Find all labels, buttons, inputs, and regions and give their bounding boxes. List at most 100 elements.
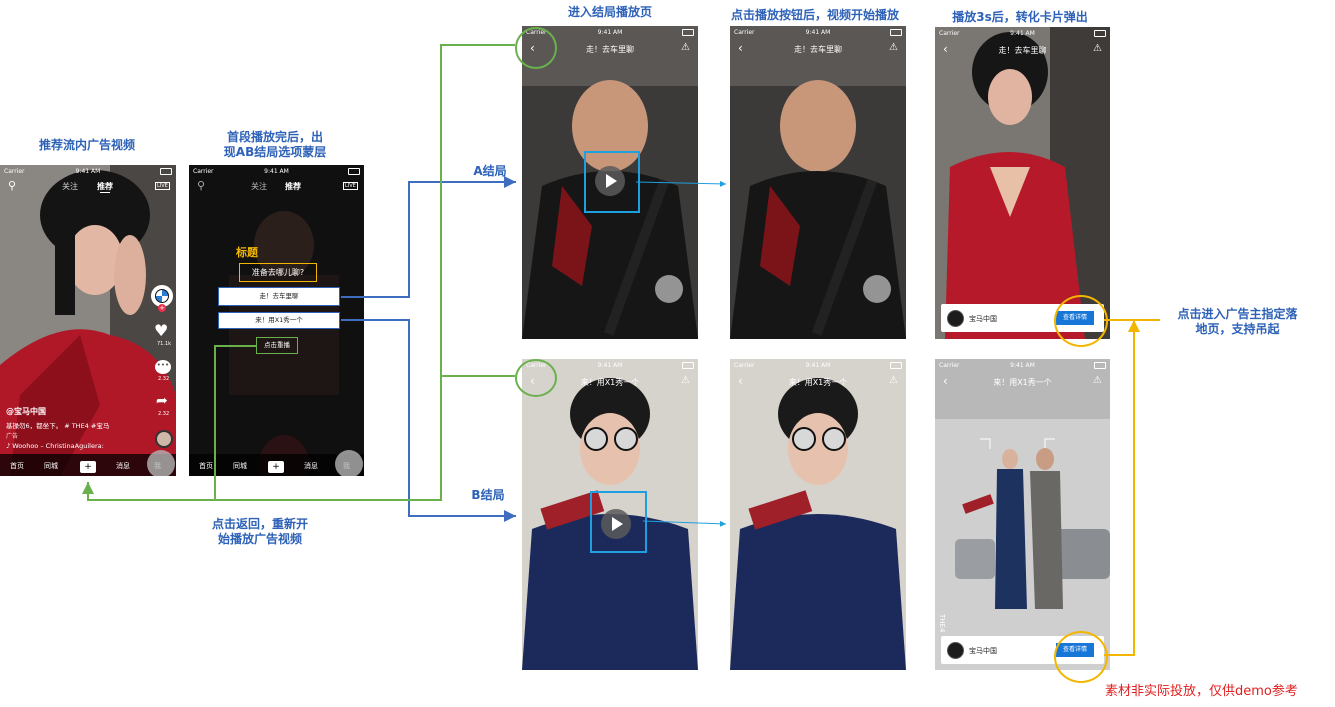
b2-time: 9:41 AM <box>805 362 831 369</box>
overlay-search-icon[interactable]: ⚲ <box>197 179 206 192</box>
caption-back-replay: 点击返回，重新开 始播放广告视频 <box>190 517 330 547</box>
a3-video-title: 走！去车里聊 <box>998 46 1047 55</box>
caption-ending-b: B结局 <box>471 488 505 502</box>
a3-battery-icon <box>1094 30 1106 37</box>
phone-ab-overlay: Carrier 9:41 AM ⚲ 关注 推荐 LIVE 标题 准备去哪儿聊? … <box>189 165 364 476</box>
a3-back-arrow-icon[interactable]: ‹ <box>943 42 948 56</box>
nav-messages[interactable]: 消息 <box>116 462 130 470</box>
overlay-nav-plus-icon[interactable]: + <box>268 461 284 473</box>
nav-city[interactable]: 同城 <box>44 462 58 470</box>
nav-home[interactable]: 首页 <box>10 462 24 470</box>
b3-bmw-logo-icon <box>947 642 964 659</box>
bottom-nav: 首页 同城 + 消息 我 <box>0 454 176 476</box>
share-icon[interactable]: ➦ <box>156 393 168 409</box>
caption-back-line2: 始播放广告视频 <box>217 532 302 546</box>
b2-status-bar: Carrier 9:41 AM <box>730 359 906 371</box>
a2-floating-ball <box>863 275 891 303</box>
cta-highlight-b <box>1054 631 1108 683</box>
report-icon[interactable]: ⚠ <box>681 42 690 53</box>
caption-ab-overlay-line1: 首段播放完后，出 <box>226 130 323 144</box>
overlay-status-bar: Carrier 9:41 AM <box>189 165 364 177</box>
option-a-button[interactable]: 走！去车里聊 <box>218 287 340 306</box>
brand-avatar[interactable] <box>151 285 173 307</box>
b2-battery-icon <box>890 362 902 369</box>
caption-landing: 点击进入广告主指定落 地页，支持吊起 <box>1165 307 1310 337</box>
b3-topbar: ‹ 来！用X1秀一个 ⚠ <box>935 373 1110 391</box>
connector-option-b <box>341 319 516 522</box>
b2-report-icon[interactable]: ⚠ <box>889 375 898 386</box>
search-icon[interactable]: ⚲ <box>8 179 17 192</box>
ad-description: 基操勿6，都坐下。 # THE4 #宝马 <box>6 422 110 430</box>
a3-report-icon[interactable]: ⚠ <box>1093 43 1102 54</box>
card-brand-name: 宝马中国 <box>969 315 997 323</box>
live-icon[interactable]: LIVE <box>155 182 170 190</box>
tab-recommend[interactable]: 推荐 <box>97 182 113 191</box>
caption-back-line1: 点击返回，重新开 <box>211 517 308 531</box>
a2-time: 9:41 AM <box>805 29 831 36</box>
a2-report-icon[interactable]: ⚠ <box>889 42 898 53</box>
overlay-battery-icon <box>348 168 360 175</box>
caption-feed-ad: 推荐流内广告视频 <box>38 138 135 152</box>
caption-click-play: 点击播放按钮后，视频开始播放 <box>730 8 899 22</box>
overlay-live-icon[interactable]: LIVE <box>343 182 358 190</box>
overlay-nav-messages[interactable]: 消息 <box>304 462 318 470</box>
phone-feed-ad: Carrier 9:41 AM ⚲ 关注 推荐 LIVE + ♥ 71.1k •… <box>0 165 176 476</box>
b1-play-button-icon[interactable] <box>601 509 631 539</box>
a3-topbar: ‹ 走！去车里聊 ⚠ <box>935 41 1110 59</box>
like-count: 71.1k <box>157 341 172 347</box>
b3-back-arrow-icon[interactable]: ‹ <box>943 374 948 388</box>
b1-report-icon[interactable]: ⚠ <box>681 375 690 386</box>
overlay-tab-follow[interactable]: 关注 <box>251 182 267 191</box>
overlay-floating-ball <box>335 450 363 476</box>
tab-follow[interactable]: 关注 <box>62 182 78 191</box>
connector-back <box>82 44 515 501</box>
a2-topbar: ‹ 走！去车里聊 ⚠ <box>730 40 906 58</box>
b1-time: 9:41 AM <box>597 362 623 369</box>
b3-battery-icon <box>1094 362 1106 369</box>
ad-account-name[interactable]: @宝马中国 <box>6 407 46 416</box>
a1-time: 9:41 AM <box>597 29 623 36</box>
option-b-button[interactable]: 来！用X1秀一个 <box>218 312 340 329</box>
connector-landing <box>1104 320 1160 656</box>
play-highlight-b <box>590 491 647 553</box>
a2-back-arrow-icon[interactable]: ‹ <box>738 41 743 55</box>
overlay-nav-city[interactable]: 同城 <box>233 462 247 470</box>
caption-landing-line1: 点击进入广告主指定落 <box>1177 307 1298 321</box>
ending-b2-scene <box>730 359 906 670</box>
overlay-nav-home[interactable]: 首页 <box>199 462 213 470</box>
a2-carrier: Carrier <box>734 29 755 36</box>
comment-icon[interactable]: ••• <box>155 360 171 374</box>
overlay-title: 标题 <box>236 246 258 259</box>
overlay-carrier: Carrier <box>193 168 214 175</box>
back-highlight-b <box>515 359 557 397</box>
carrier-label: Carrier <box>4 168 25 175</box>
a3-carrier: Carrier <box>939 30 960 37</box>
phone-ending-a-playing: Carrier 9:41 AM ‹ 走！去车里聊 ⚠ <box>730 26 906 339</box>
overlay-tab-recommend[interactable]: 推荐 <box>285 182 301 191</box>
phone-ending-b-playing: Carrier 9:41 AM ‹ 来！用X1秀一个 ⚠ <box>730 359 906 670</box>
ending-b3-scene <box>935 359 1110 670</box>
b2-back-arrow-icon[interactable]: ‹ <box>738 374 743 388</box>
caption-ab-overlay-line2: 现AB结局选项蒙层 <box>223 145 327 159</box>
music-disc-icon[interactable] <box>155 430 173 448</box>
b3-report-icon[interactable]: ⚠ <box>1093 375 1102 386</box>
b2-topbar: ‹ 来！用X1秀一个 ⚠ <box>730 373 906 391</box>
play-button-icon[interactable] <box>595 166 625 196</box>
b1-video-title: 来！用X1秀一个 <box>580 378 640 387</box>
comment-count: 2.32 <box>158 376 170 382</box>
follow-plus-icon[interactable]: + <box>158 304 166 312</box>
replay-button[interactable]: 点击重播 <box>256 337 298 354</box>
caption-enter-ending: 进入结局播放页 <box>567 5 652 19</box>
connector-replay <box>214 345 256 500</box>
a3-status-bar: Carrier 9:41 AM <box>935 27 1110 39</box>
connector-play-a <box>635 180 727 187</box>
b3-video-title: 来！用X1秀一个 <box>993 378 1052 387</box>
like-icon[interactable]: ♥ <box>154 321 169 340</box>
a1-floating-ball <box>655 275 683 303</box>
caption-after-3s: 播放3s后，转化卡片弹出 <box>952 10 1088 24</box>
b2-carrier: Carrier <box>734 362 755 369</box>
music-label: ♪ Woohoo – ChristinaAguilera: <box>6 442 104 450</box>
nav-create-plus-icon[interactable]: + <box>80 461 96 473</box>
connector-option-a <box>341 176 516 298</box>
